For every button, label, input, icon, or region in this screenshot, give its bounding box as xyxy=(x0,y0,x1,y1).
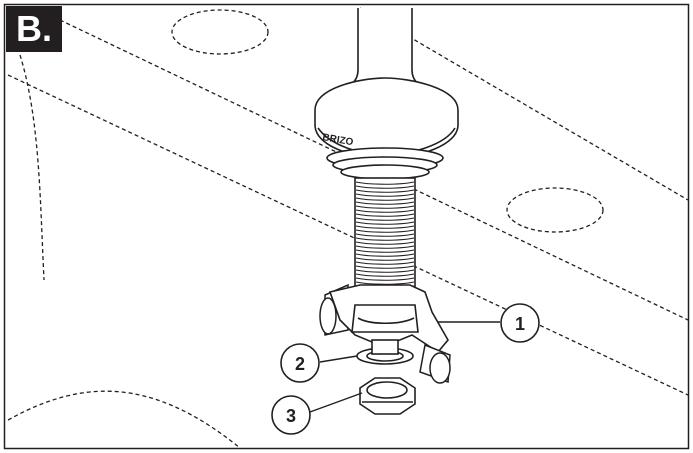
thread-line xyxy=(355,229,415,233)
thread-line xyxy=(355,181,415,185)
step-label-badge: B. xyxy=(6,6,62,52)
threaded-shank xyxy=(354,177,416,297)
thread-line xyxy=(355,277,415,281)
thread-line xyxy=(355,253,415,257)
basin-curve-bottom xyxy=(7,390,241,449)
leader-line-3 xyxy=(309,392,363,413)
thread-line xyxy=(355,273,415,277)
callout-2: 2 xyxy=(280,343,320,383)
callout-number-3: 3 xyxy=(286,406,296,426)
counter-edge-line-upper xyxy=(59,19,689,321)
faucet-hole-left xyxy=(171,9,269,55)
thread-line xyxy=(355,269,415,273)
thread-line xyxy=(355,257,415,261)
thread-line xyxy=(355,265,415,269)
leader-line-2 xyxy=(319,355,358,363)
thread-line xyxy=(355,197,415,201)
callout-3: 3 xyxy=(271,395,311,435)
thread-line xyxy=(355,193,415,197)
basin-curve-left xyxy=(19,54,45,281)
thread-line xyxy=(355,209,415,213)
thread-line xyxy=(355,261,415,265)
washer xyxy=(356,339,414,365)
callout-number-2: 2 xyxy=(295,354,305,374)
faucet-hole-right xyxy=(506,187,604,233)
thread-line xyxy=(355,241,415,245)
thread-line xyxy=(355,245,415,249)
brand-logo-text: BRIZO xyxy=(321,132,354,148)
mounting-nut xyxy=(359,377,416,415)
thread-line xyxy=(355,213,415,217)
thread-line xyxy=(355,237,415,241)
frame-border xyxy=(3,3,690,450)
mounting-bracket xyxy=(328,284,449,354)
thread-line xyxy=(355,201,415,205)
thread-line xyxy=(355,205,415,209)
counter-back-line xyxy=(359,7,689,201)
callout-leaders xyxy=(309,321,500,413)
right-water-inlet xyxy=(419,343,451,384)
faucet-base xyxy=(314,77,459,180)
thread-line xyxy=(355,233,415,237)
callout-1: 1 xyxy=(500,303,540,343)
thread-line xyxy=(355,221,415,225)
thread-line xyxy=(355,189,415,193)
countertop-outline xyxy=(7,7,689,449)
counter-edge-line-lower xyxy=(7,74,689,396)
thread-line xyxy=(355,225,415,229)
thread-line xyxy=(355,217,415,221)
thread-line xyxy=(355,185,415,189)
callout-number-1: 1 xyxy=(515,314,525,334)
thread-line xyxy=(355,249,415,253)
